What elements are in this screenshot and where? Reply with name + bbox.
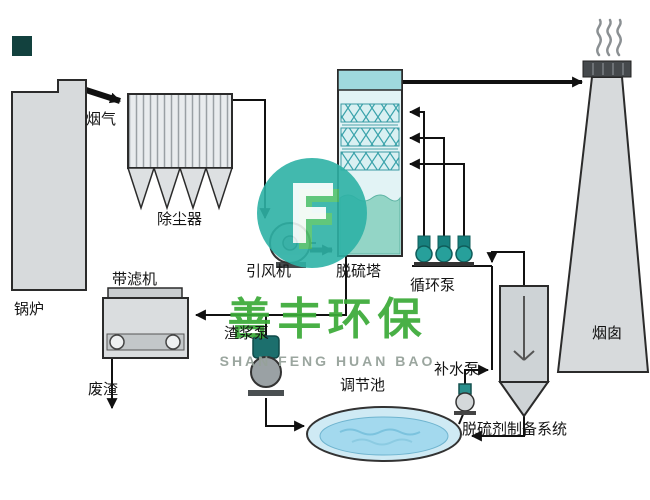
smoke-icon [596,18,622,57]
label-flue-gas: 烟气 [86,111,117,128]
regulation-pool-shape [306,406,462,462]
pipes [85,76,584,442]
circulation-pump-2 [434,235,454,266]
boiler-shape [11,79,87,291]
corner-block [12,36,32,56]
slag-slurry-pump-shape [248,335,284,396]
circulation-pumps-shape [414,235,474,266]
label-circulation-pump: 循环泵 [410,277,456,294]
prep-tank-shape [498,285,550,418]
belt-filter-shape [102,287,189,359]
label-dust-collector: 除尘器 [157,211,203,228]
dust-collector-shape [126,93,234,211]
watermark-brand-en: SHAN FENG HUAN BAO [219,353,436,369]
label-water-supply-pump: 补水泵 [434,361,480,378]
label-slag-slurry-pump: 渣浆泵 [224,325,270,342]
label-regulation-pool: 调节池 [340,377,386,394]
circulation-pump-3 [454,235,474,266]
watermark-logo-icon [257,158,367,268]
chimney-shape [556,18,650,373]
label-belt-filter: 带滤机 [112,271,158,288]
label-waste-residue: 废渣 [88,381,119,398]
water-supply-pump-shape [454,383,476,415]
label-desulfurization-tower: 脱硫塔 [336,263,382,280]
label-chimney: 烟囱 [592,325,623,342]
label-boiler: 锅炉 [14,301,45,318]
label-desulfurizer-prep-system: 脱硫剂制备系统 [462,421,568,438]
circulation-pump-1 [414,235,434,266]
watermark-brand-cn: 善丰环保 [227,295,428,344]
label-id-fan: 引风机 [246,263,292,280]
